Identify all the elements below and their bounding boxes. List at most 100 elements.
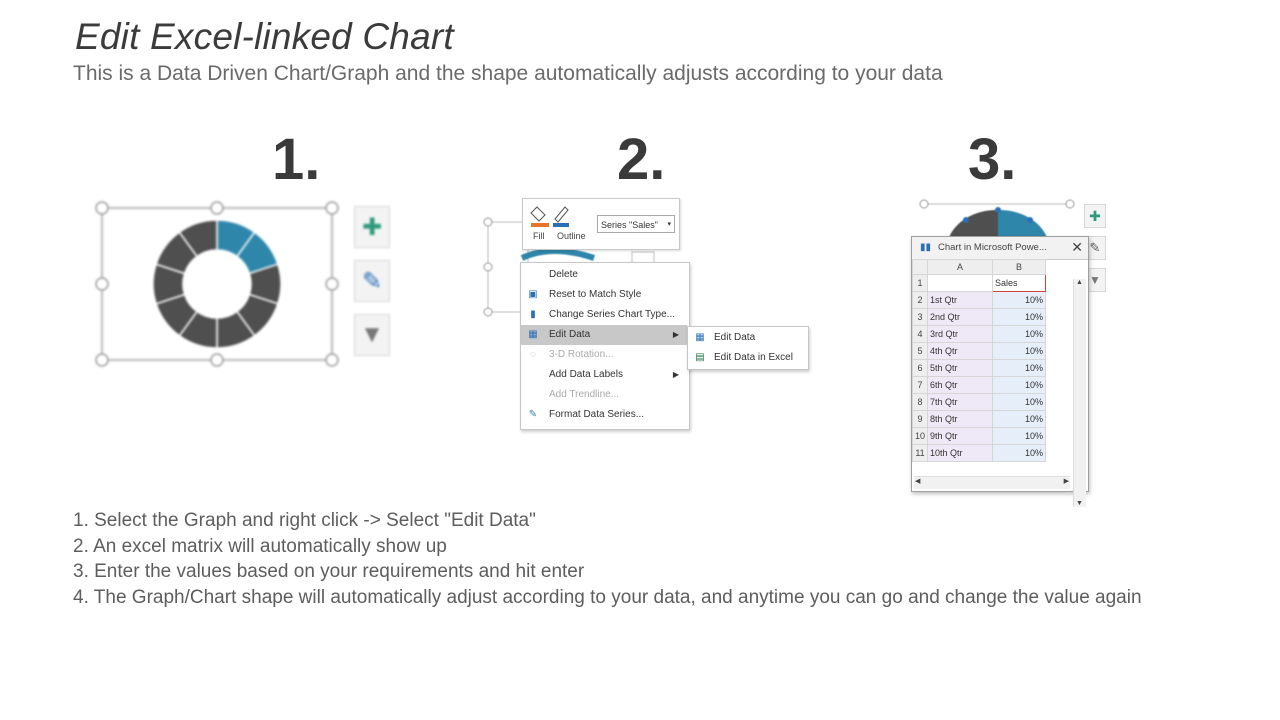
cell-a[interactable]: 3rd Qtr bbox=[927, 325, 993, 343]
row-header[interactable]: 1 bbox=[912, 274, 928, 292]
corner-cell[interactable] bbox=[912, 259, 928, 275]
instruction-2: 2. An excel matrix will automatically sh… bbox=[73, 535, 447, 557]
donut-segment[interactable] bbox=[178, 219, 218, 258]
chevron-right-icon: ▶ bbox=[672, 330, 679, 339]
submenu-item-edit-data[interactable]: ▦ Edit Data bbox=[688, 328, 806, 348]
mini-toolbar: Fill Outline Series "Sales" ▾ bbox=[522, 198, 680, 250]
fill-bucket-icon bbox=[530, 206, 549, 227]
chevron-right-icon[interactable]: ▶ bbox=[1063, 478, 1069, 485]
cell-b[interactable]: 10% bbox=[992, 444, 1046, 462]
row-header[interactable]: 8 bbox=[912, 393, 928, 411]
fill-button[interactable]: Fill bbox=[533, 231, 545, 241]
vertical-scrollbar[interactable]: ▲ ▼ bbox=[1073, 279, 1086, 507]
chart-behind-window bbox=[919, 199, 1075, 240]
row-header[interactable]: 7 bbox=[912, 376, 928, 394]
outline-button[interactable]: Outline bbox=[557, 231, 586, 241]
cell-a[interactable]: 8th Qtr bbox=[927, 410, 993, 428]
cell-b1[interactable]: Sales bbox=[992, 274, 1046, 292]
cell-a[interactable]: 2nd Qtr bbox=[927, 308, 993, 326]
menu-item-label: Format Data Series... bbox=[549, 409, 645, 420]
column-header-b[interactable]: B bbox=[992, 259, 1046, 275]
row-header[interactable]: 11 bbox=[912, 444, 928, 462]
menu-item-label: Reset to Match Style bbox=[549, 289, 642, 300]
menu-item-add-data-labels[interactable]: Add Data Labels ▶ bbox=[521, 365, 687, 385]
menu-item-label: Add Data Labels bbox=[549, 369, 623, 380]
menu-item-delete[interactable]: Delete bbox=[521, 265, 687, 285]
cell-a[interactable]: 10th Qtr bbox=[927, 444, 993, 462]
row-header[interactable]: 3 bbox=[912, 308, 928, 326]
edit-data-icon: ▦ bbox=[528, 329, 538, 340]
cell-b[interactable]: 10% bbox=[992, 325, 1046, 343]
chart-filters-button[interactable]: ▼ bbox=[354, 314, 390, 356]
cell-b[interactable]: 10% bbox=[992, 427, 1046, 445]
chart-elements-button[interactable]: ✚ bbox=[354, 206, 390, 248]
step-number-2: 2. bbox=[617, 127, 666, 192]
cell-a[interactable]: 5th Qtr bbox=[927, 359, 993, 377]
step2-context-menu-illustration: Fill Outline Series "Sales" ▾ Delete ▣ R… bbox=[482, 196, 812, 436]
chevron-down-icon[interactable]: ▼ bbox=[1076, 500, 1083, 507]
chevron-left-icon[interactable]: ◀ bbox=[915, 478, 921, 485]
cell-b[interactable]: 10% bbox=[992, 376, 1046, 394]
cell-a[interactable]: 9th Qtr bbox=[927, 427, 993, 445]
filter-icon: ▼ bbox=[360, 321, 384, 348]
plus-icon: ✚ bbox=[361, 213, 383, 241]
row-header[interactable]: 2 bbox=[912, 291, 928, 309]
excel-titlebar: ▮▮ Chart in Microsoft Powe... ✕ bbox=[912, 237, 1088, 260]
menu-item-change-chart-type[interactable]: ▮ Change Series Chart Type... bbox=[521, 305, 687, 325]
donut-ring bbox=[152, 219, 282, 349]
step3-excel-illustration: ✚ ✎ ▼ ▮▮ Chart in Microsoft Powe... ✕ A … bbox=[908, 196, 1113, 507]
series-selector[interactable]: Series "Sales" ▾ bbox=[597, 215, 675, 233]
step-number-1: 1. bbox=[272, 127, 321, 192]
cell-b[interactable]: 10% bbox=[992, 291, 1046, 309]
chart-elements-button[interactable]: ✚ bbox=[1084, 204, 1106, 228]
submenu-item-edit-in-excel[interactable]: ▤ Edit Data in Excel bbox=[688, 348, 806, 368]
row-header[interactable]: 4 bbox=[912, 325, 928, 343]
edit-data-submenu: ▦ Edit Data ▤ Edit Data in Excel bbox=[687, 326, 809, 370]
excel-icon: ▤ bbox=[695, 352, 705, 363]
cell-b[interactable]: 10% bbox=[992, 410, 1046, 428]
cell-a[interactable]: 6th Qtr bbox=[927, 376, 993, 394]
submenu-item-label: Edit Data in Excel bbox=[714, 352, 793, 363]
chart-filters-button[interactable]: ▼ bbox=[1084, 268, 1106, 292]
menu-item-reset-style[interactable]: ▣ Reset to Match Style bbox=[521, 285, 687, 305]
row-header[interactable]: 9 bbox=[912, 410, 928, 428]
horizontal-scrollbar[interactable]: ◀ ▶ bbox=[914, 476, 1070, 489]
cell-a1[interactable] bbox=[927, 274, 993, 292]
slide-title: Edit Excel-linked Chart bbox=[75, 16, 454, 57]
chart-icon: ▮▮ bbox=[920, 242, 932, 253]
excel-window-title: Chart in Microsoft Powe... bbox=[938, 242, 1047, 253]
format-icon: ✎ bbox=[528, 409, 538, 420]
column-header-a[interactable]: A bbox=[927, 259, 993, 275]
brush-icon: ✎ bbox=[361, 267, 383, 295]
menu-item-label: Delete bbox=[549, 269, 578, 280]
row-header[interactable]: 6 bbox=[912, 359, 928, 377]
submenu-item-label: Edit Data bbox=[714, 332, 756, 343]
cell-b[interactable]: 10% bbox=[992, 308, 1046, 326]
cell-b[interactable]: 10% bbox=[992, 359, 1046, 377]
cell-a[interactable]: 4th Qtr bbox=[927, 342, 993, 360]
menu-item-3d-rotation: ◌ 3-D Rotation... bbox=[521, 345, 687, 365]
cell-b[interactable]: 10% bbox=[992, 393, 1046, 411]
menu-item-label: 3-D Rotation... bbox=[549, 349, 614, 360]
chart-styles-button[interactable]: ✎ bbox=[354, 260, 390, 302]
cell-a[interactable]: 7th Qtr bbox=[927, 393, 993, 411]
menu-item-edit-data[interactable]: ▦ Edit Data ▶ bbox=[521, 325, 687, 345]
instruction-3: 3. Enter the values based on your requir… bbox=[73, 561, 585, 582]
brush-icon: ✎ bbox=[1089, 240, 1101, 255]
slide-subtitle: This is a Data Driven Chart/Graph and th… bbox=[73, 62, 943, 85]
cell-b[interactable]: 10% bbox=[992, 342, 1046, 360]
row-header[interactable]: 10 bbox=[912, 427, 928, 445]
close-icon[interactable]: ✕ bbox=[1071, 239, 1083, 255]
chevron-up-icon[interactable]: ▲ bbox=[1076, 279, 1083, 286]
menu-item-format-data-series[interactable]: ✎ Format Data Series... bbox=[521, 405, 687, 425]
edit-data-icon: ▦ bbox=[695, 332, 705, 343]
cell-a[interactable]: 1st Qtr bbox=[927, 291, 993, 309]
plus-icon: ✚ bbox=[1089, 207, 1101, 224]
row-header[interactable]: 5 bbox=[912, 342, 928, 360]
excel-window: ▮▮ Chart in Microsoft Powe... ✕ A B 1 Sa… bbox=[911, 236, 1089, 507]
